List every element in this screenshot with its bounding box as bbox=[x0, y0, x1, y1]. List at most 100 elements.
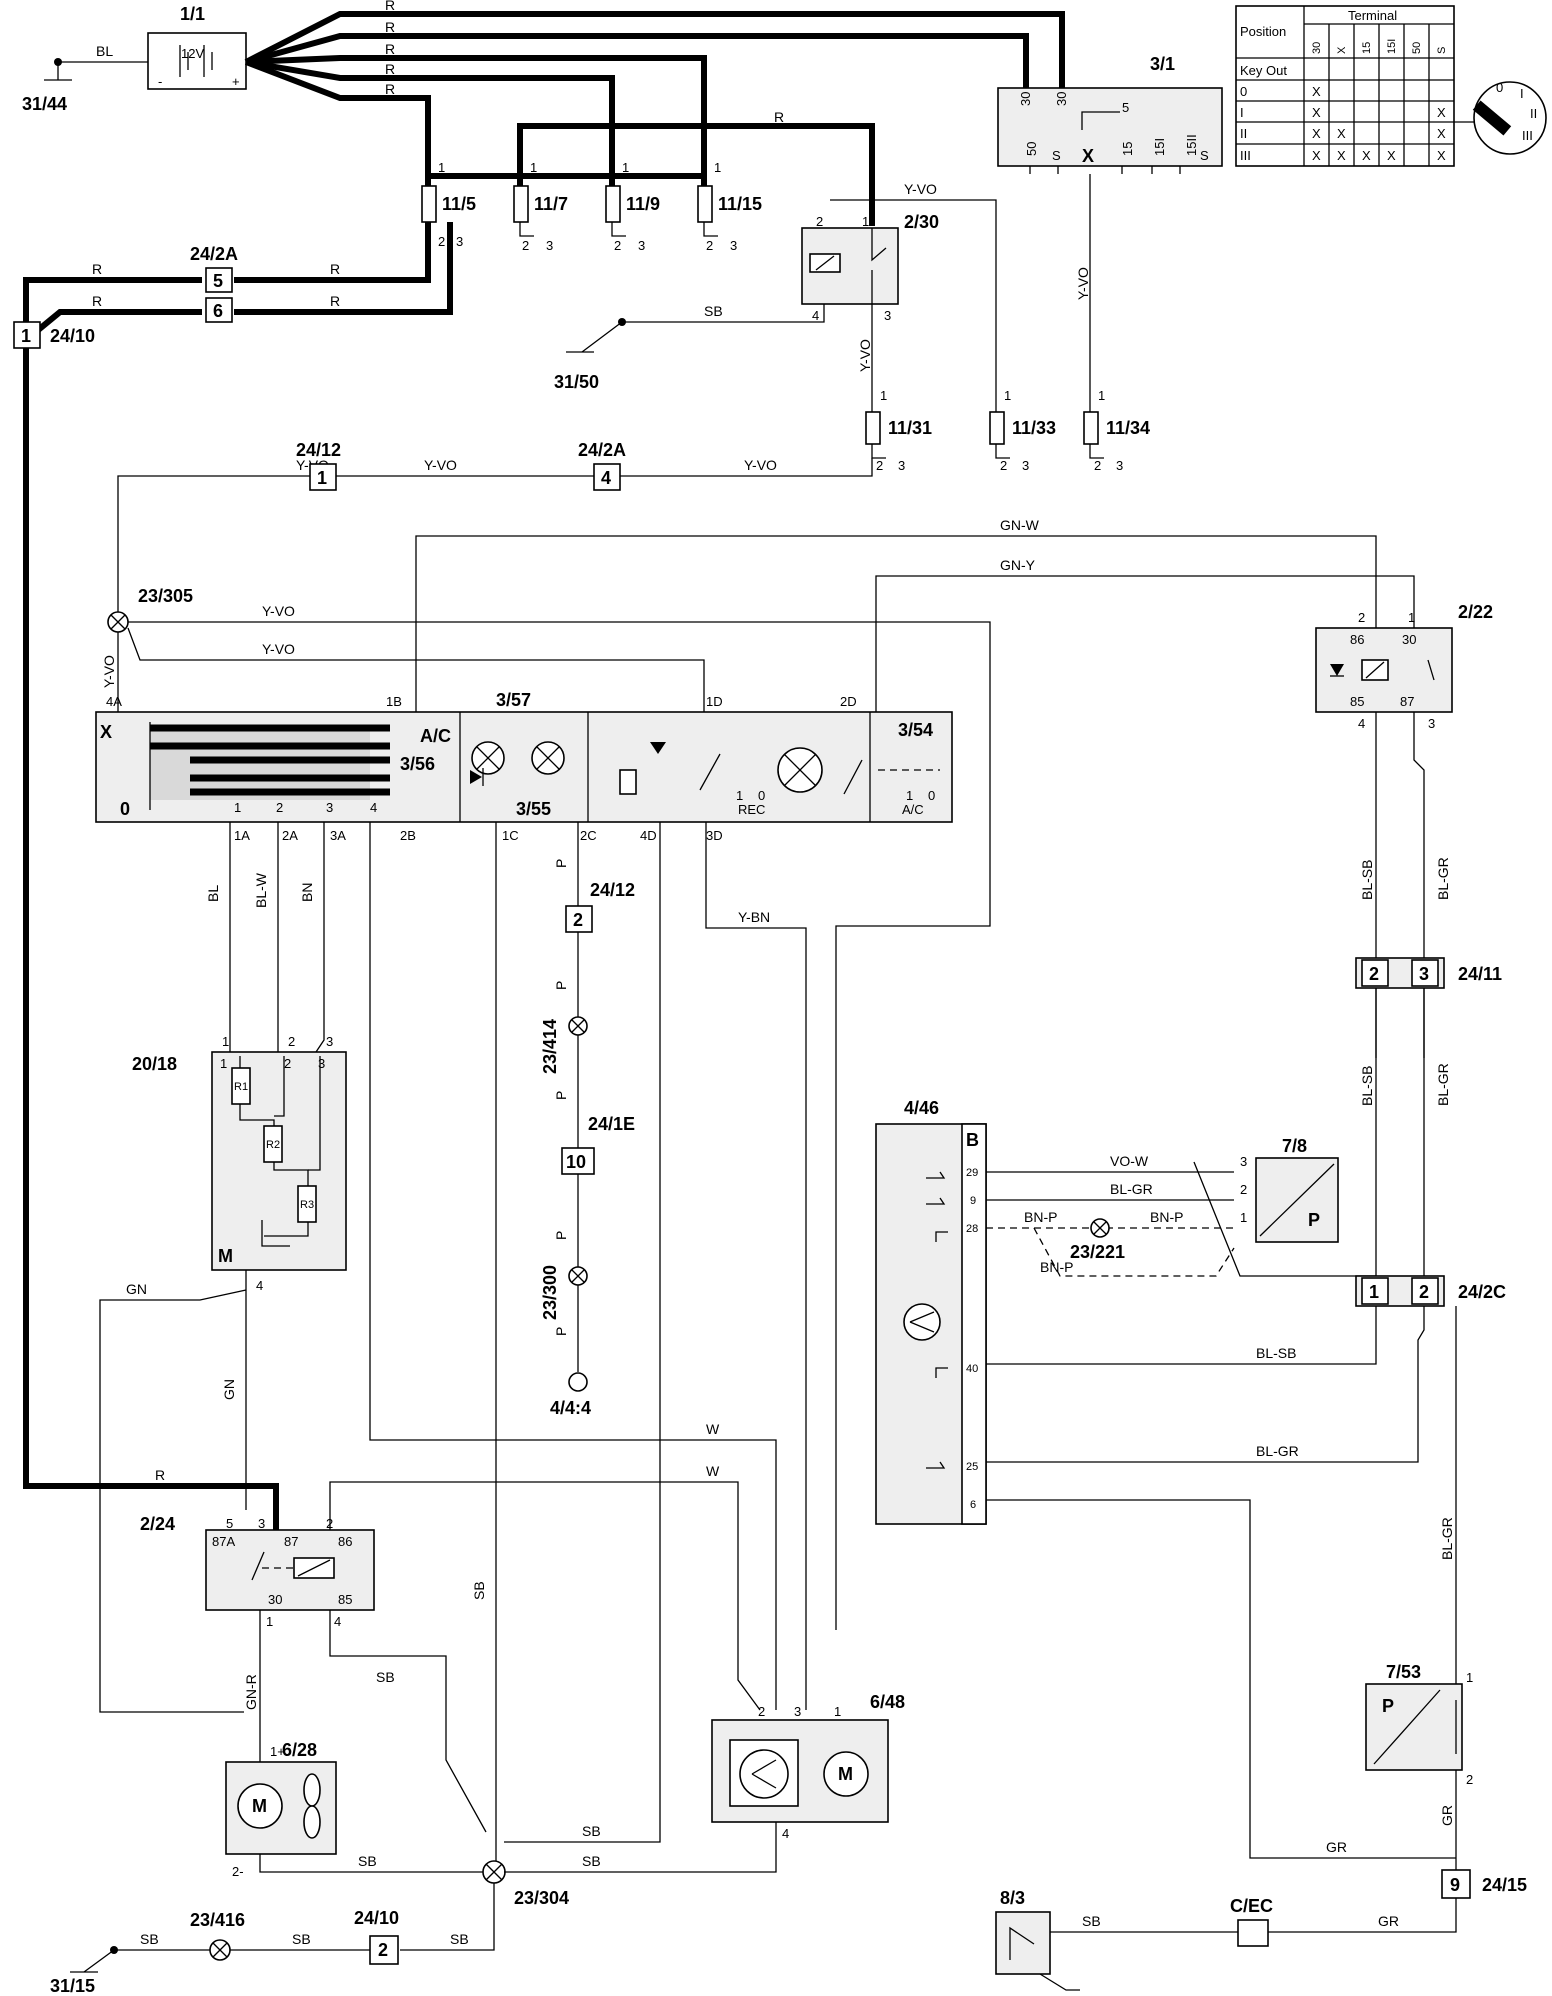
wire-label-yvo-3: Y-VO bbox=[1075, 267, 1091, 300]
splice-23-305: 23/305 bbox=[107, 586, 193, 633]
svg-text:2: 2 bbox=[1419, 1282, 1429, 1302]
wire-label-bl: BL bbox=[205, 885, 221, 902]
svg-text:1: 1 bbox=[906, 788, 913, 803]
svg-text:Key Out: Key Out bbox=[1240, 63, 1287, 78]
svg-text:23/305: 23/305 bbox=[138, 586, 193, 606]
svg-text:2: 2 bbox=[573, 910, 583, 930]
battery-minus: - bbox=[158, 74, 162, 89]
svg-text:2C: 2C bbox=[580, 828, 597, 843]
svg-text:5: 5 bbox=[213, 271, 223, 291]
wire-label-sb-7: SB bbox=[450, 1931, 469, 1947]
svg-text:28: 28 bbox=[966, 1223, 978, 1235]
svg-text:23/300: 23/300 bbox=[540, 1265, 560, 1320]
wire-label-p-1: P bbox=[553, 859, 569, 868]
svg-text:15I: 15I bbox=[1386, 39, 1398, 54]
fan-motor-6-28: 6/28 1+ 2- M bbox=[225, 1740, 337, 1879]
svg-text:7/53: 7/53 bbox=[1386, 1662, 1421, 1682]
svg-text:1: 1 bbox=[1369, 1282, 1379, 1302]
svg-text:3A: 3A bbox=[330, 828, 346, 843]
svg-text:S: S bbox=[1436, 47, 1448, 54]
svg-text:P: P bbox=[1382, 1696, 1394, 1716]
svg-text:III: III bbox=[1240, 148, 1251, 163]
svg-text:87: 87 bbox=[284, 1534, 298, 1549]
table-mark: X bbox=[1437, 126, 1446, 141]
svg-text:2: 2 bbox=[522, 238, 529, 253]
relay-2-22: 2/22 2 1 86 30 85 87 4 3 bbox=[1315, 602, 1493, 731]
component-cec: C/EC bbox=[1230, 1896, 1273, 1947]
connector-24-10-top: 1 24/10 bbox=[13, 321, 95, 349]
wire-label-r-10: R bbox=[330, 293, 340, 309]
wire-label-r-8: R bbox=[92, 293, 102, 309]
wire-label-r-1: R bbox=[385, 0, 395, 13]
panel-3-56: 3/56 bbox=[400, 754, 435, 774]
svg-text:20/18: 20/18 bbox=[132, 1054, 177, 1074]
wire-label-w-1: W bbox=[706, 1421, 720, 1437]
splice-23-304: 23/304 bbox=[482, 1860, 569, 1908]
svg-text:2: 2 bbox=[1094, 458, 1101, 473]
splice-23-416: 23/416 bbox=[190, 1910, 245, 1961]
table-mark: X bbox=[1437, 105, 1446, 120]
svg-text:29: 29 bbox=[966, 1167, 978, 1179]
svg-text:1: 1 bbox=[1004, 388, 1011, 403]
svg-text:I: I bbox=[1240, 105, 1244, 120]
wire-label-yvo-6: Y-VO bbox=[744, 457, 777, 473]
svg-text:15: 15 bbox=[1120, 142, 1135, 156]
wire-label-bnp-2: BN-P bbox=[1150, 1209, 1183, 1225]
svg-text:50: 50 bbox=[1411, 42, 1423, 54]
fuse-11-9-id: 11/9 bbox=[626, 194, 660, 214]
svg-text:4: 4 bbox=[601, 468, 611, 488]
wire-label-yvo-2: Y-VO bbox=[904, 181, 937, 197]
wire-label-blsb-3: BL-SB bbox=[1256, 1345, 1296, 1361]
svg-text:86: 86 bbox=[338, 1534, 352, 1549]
wire-label-gny: GN-Y bbox=[1000, 557, 1036, 573]
svg-text:4: 4 bbox=[256, 1278, 263, 1293]
wire-label-w-2: W bbox=[706, 1463, 720, 1479]
wire-label-r-11: R bbox=[155, 1467, 165, 1483]
svg-text:M: M bbox=[838, 1764, 853, 1784]
svg-text:85: 85 bbox=[1350, 694, 1364, 709]
ground-4-4-4: 4/4:4 bbox=[550, 1372, 591, 1418]
svg-text:30: 30 bbox=[1402, 632, 1416, 647]
splice-23-414: 23/414 bbox=[540, 1016, 588, 1074]
connector-24-15: 9 24/15 bbox=[1441, 1869, 1527, 1899]
ignition-switch-3-1: 3/1 30 30 5 50 S X 15 15I 15II S bbox=[997, 54, 1223, 174]
wire-label-gr-1: GR bbox=[1326, 1839, 1347, 1855]
svg-text:C/EC: C/EC bbox=[1230, 1896, 1273, 1916]
svg-text:10: 10 bbox=[566, 1152, 586, 1172]
svg-text:30: 30 bbox=[1054, 92, 1069, 106]
component-8-3: 8/3 bbox=[995, 1888, 1051, 1975]
svg-text:3: 3 bbox=[1240, 1154, 1247, 1169]
wire-label-r-9: R bbox=[330, 261, 340, 277]
svg-text:4A: 4A bbox=[106, 694, 122, 709]
svg-text:5: 5 bbox=[1122, 100, 1129, 115]
ground-31-15: 31/15 bbox=[50, 1976, 95, 1996]
table-mark: X bbox=[1312, 105, 1321, 120]
wire-label-yvo-9: Y-VO bbox=[101, 655, 117, 688]
wire-label-bn: BN bbox=[299, 883, 315, 902]
table-mark: X bbox=[1437, 148, 1446, 163]
wire-label-r-2: R bbox=[385, 19, 395, 35]
wire-label-p-5: P bbox=[553, 1327, 569, 1336]
svg-text:2/22: 2/22 bbox=[1458, 602, 1493, 622]
fuse-11-9: 1 11/9 2 3 bbox=[605, 160, 660, 253]
ground-31-50: 31/50 bbox=[554, 372, 599, 392]
svg-text:0: 0 bbox=[1496, 80, 1503, 95]
wire-label-yvo-8: Y-VO bbox=[262, 641, 295, 657]
svg-text:3: 3 bbox=[326, 800, 333, 815]
battery-plus: + bbox=[232, 74, 240, 89]
svg-text:24/12: 24/12 bbox=[590, 880, 635, 900]
svg-text:1: 1 bbox=[438, 160, 445, 175]
svg-text:3D: 3D bbox=[706, 828, 723, 843]
wire-label-sb-2: SB bbox=[471, 1581, 487, 1600]
svg-text:2: 2 bbox=[758, 1704, 765, 1719]
svg-text:87A: 87A bbox=[212, 1534, 235, 1549]
fuse-11-5: 1 11/5 2 3 bbox=[421, 160, 476, 249]
svg-text:X: X bbox=[1336, 46, 1348, 54]
wire-label-sb-5: SB bbox=[358, 1853, 377, 1869]
wire-label-sb-9: SB bbox=[140, 1931, 159, 1947]
svg-text:2: 2 bbox=[288, 1034, 295, 1049]
svg-text:1: 1 bbox=[222, 1034, 229, 1049]
table-mark: X bbox=[1387, 148, 1396, 163]
